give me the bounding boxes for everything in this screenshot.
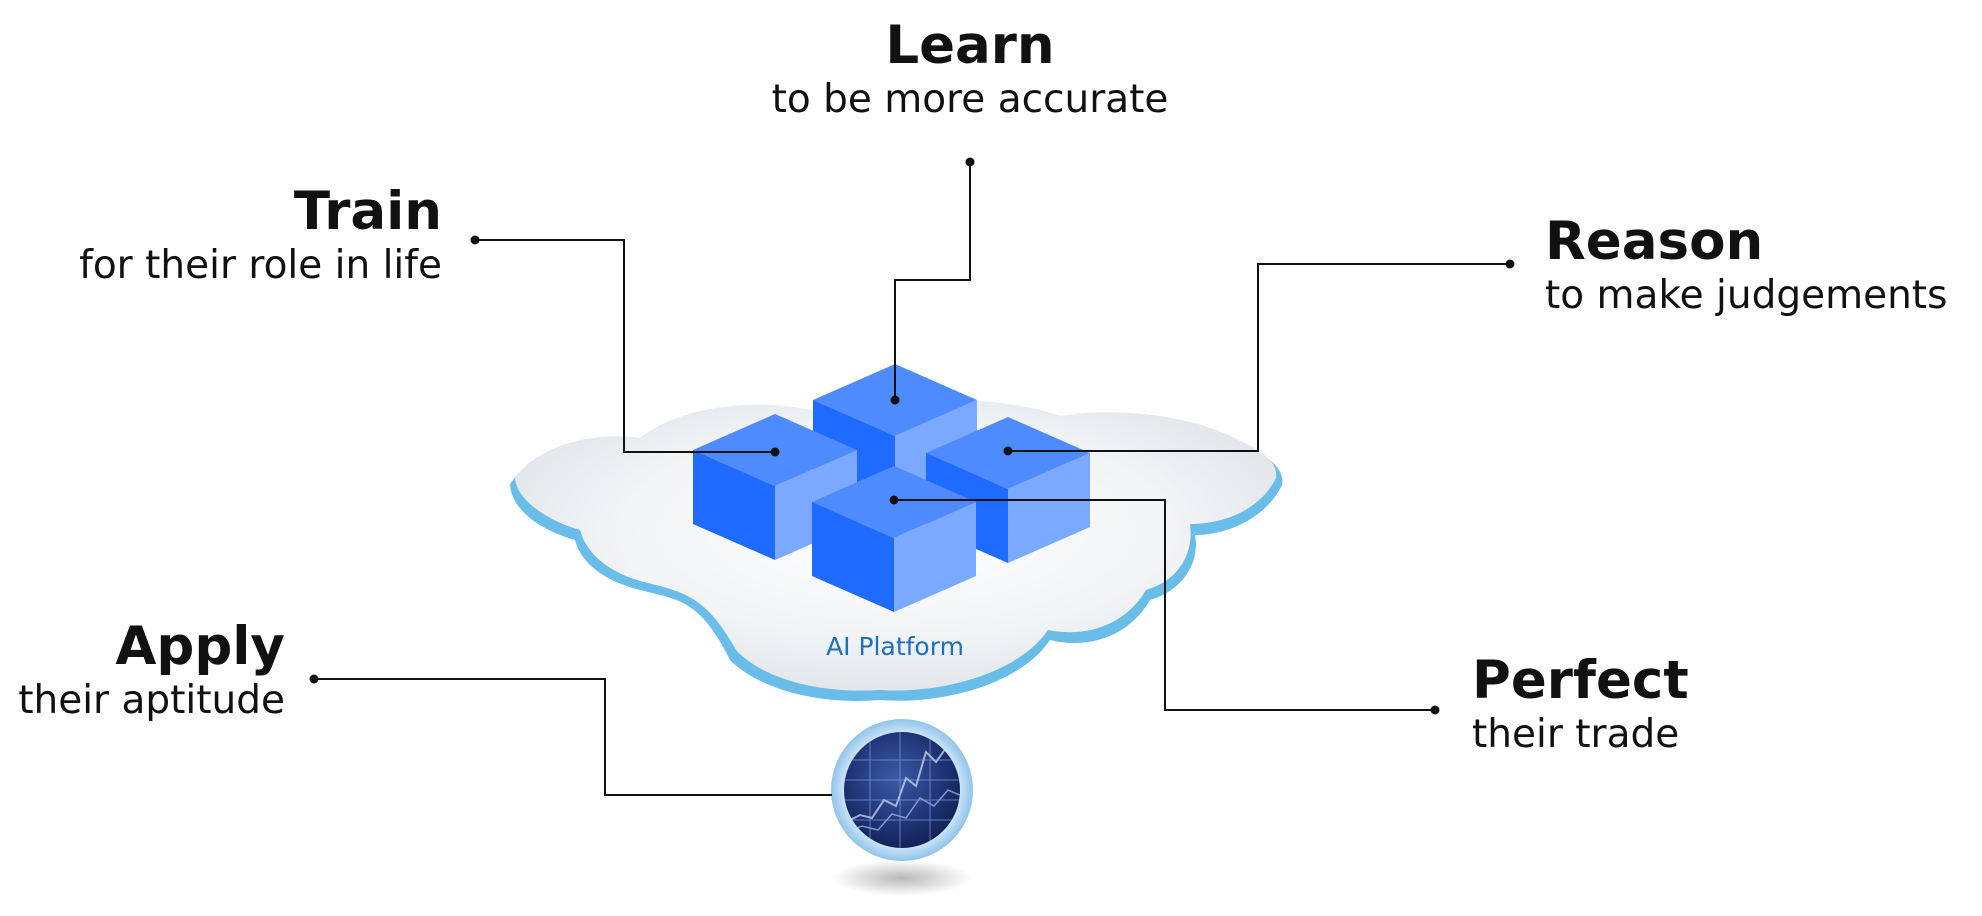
label-train-title: Train (293, 181, 442, 242)
connector-apply (309, 674, 832, 796)
label-learn: Learn to be more accurate (720, 16, 1220, 124)
label-apply-title: Apply (115, 616, 285, 677)
label-perfect-title: Perfect (1472, 650, 1689, 711)
label-train: Train for their role in life (40, 182, 442, 290)
label-perfect: Perfect their trade (1472, 651, 1689, 759)
label-reason-title: Reason (1545, 211, 1764, 272)
connector-reason (1003, 259, 1515, 456)
label-perfect-subtitle: their trade (1472, 712, 1680, 757)
market-chart-globe-icon (831, 719, 973, 896)
label-reason: Reason to make judgements (1545, 212, 1947, 320)
connector-learn (890, 157, 975, 405)
label-reason-subtitle: to make judgements (1545, 273, 1948, 318)
platform-label: AI Platform (826, 632, 964, 661)
connector-perfect (889, 495, 1440, 715)
label-learn-subtitle: to be more accurate (771, 77, 1169, 122)
label-train-subtitle: for their role in life (79, 243, 442, 288)
connector-train (470, 235, 780, 457)
label-learn-title: Learn (885, 15, 1055, 76)
label-apply: Apply their aptitude (10, 617, 285, 725)
label-apply-subtitle: their aptitude (18, 678, 285, 723)
